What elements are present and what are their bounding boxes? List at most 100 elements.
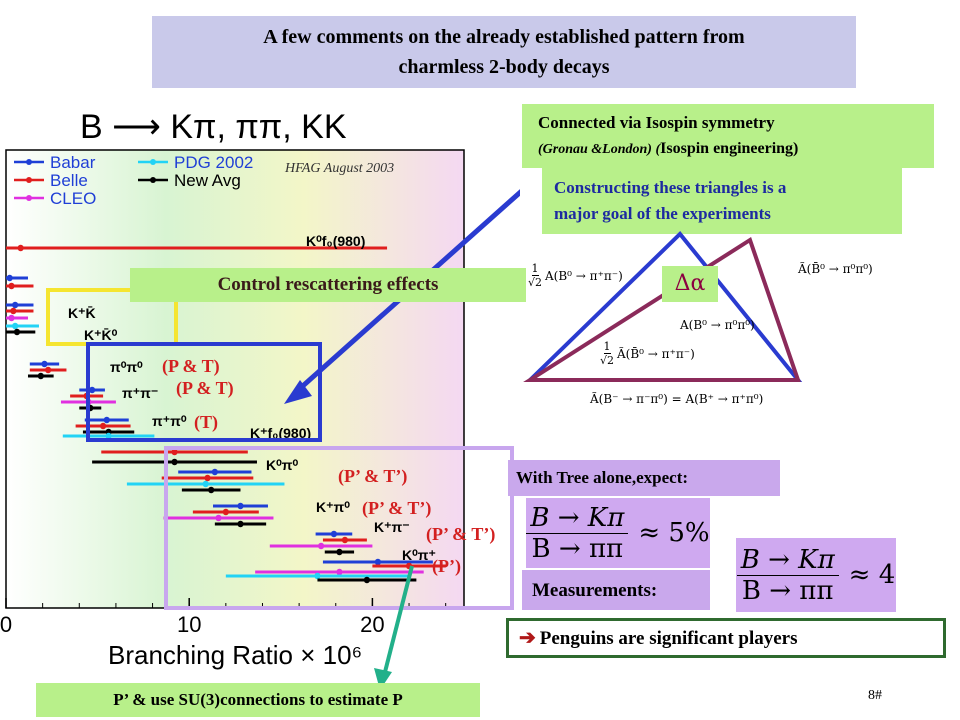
annot-ppt-1: (P’ & T’) [338, 466, 407, 487]
x-axis-label: Branching Ratio × 10⁶ [108, 640, 362, 670]
channel-label: π⁰π⁰ [110, 359, 143, 375]
channel-label: π⁺π⁻ [122, 385, 158, 401]
annot-pt-1: (P & T) [162, 356, 220, 377]
annot-pt-2: (P & T) [176, 378, 234, 399]
legend-label: Babar [50, 153, 96, 172]
legend-marker [26, 177, 32, 183]
data-point [44, 366, 52, 374]
data-point [6, 274, 13, 282]
legend-label: PDG 2002 [174, 153, 253, 172]
data-point [336, 548, 343, 556]
branching-ratio-chart: B ⟶ Kπ, ππ, KK HFAG August 2003 BabarBel… [0, 108, 520, 686]
data-point [317, 542, 325, 550]
annot-t: (T) [194, 412, 218, 433]
data-point [17, 244, 24, 252]
channel-label: K⁰π⁰ [266, 457, 298, 473]
data-point [37, 372, 45, 380]
su3-arrow [383, 565, 414, 673]
data-point [8, 282, 15, 290]
channel-labels: K⁰f₀(980)K⁺K̄K⁺K̄⁰π⁰π⁰π⁺π⁻π⁺π⁰K⁺f₀(980)K… [68, 233, 436, 563]
amp-label-1: 1√2 A(B⁰ → π⁺π⁻) [528, 262, 623, 289]
amp4-den: √2 [600, 354, 615, 367]
measurements-box: Measurements: [522, 570, 710, 610]
data-point [237, 520, 244, 528]
isospin-box: Connected via Isospin symmetry (Gronau &… [522, 104, 934, 168]
legend-marker [26, 159, 32, 165]
data-point [171, 458, 178, 466]
data-point [222, 508, 230, 516]
amp-label-2: Ã(B̄⁰ → π⁰π⁰) [798, 262, 873, 276]
data-point [13, 328, 21, 336]
channel-label: K⁺K̄⁰ [84, 326, 118, 343]
channel-label: K⁰π⁺ [402, 547, 436, 563]
data-point [374, 558, 382, 566]
isospin-line1: Connected via Isospin symmetry [538, 113, 775, 132]
constructing-line1: Constructing these triangles is a [554, 178, 787, 197]
data-point [314, 572, 321, 580]
slide-title-box: A few comments on the already establishe… [152, 16, 856, 88]
data-point [336, 568, 343, 576]
x-tick-label: 10 [177, 612, 201, 637]
data-marks [6, 244, 446, 584]
su3-note-box: P’ & use SU(3)connections to estimate P [36, 683, 480, 717]
formula2-den: B → ππ [741, 575, 834, 606]
channel-label: K⁺π⁻ [374, 519, 410, 535]
amp-label-3: A(B⁰ → π⁰π⁰) [680, 318, 755, 332]
data-point [211, 468, 219, 476]
data-point [11, 301, 19, 309]
watermark-text: HFAG August 2003 [284, 161, 394, 176]
annot-ppt-2: (P’ & T’) [362, 498, 431, 519]
penguins-box: ➔Penguins are significant players [506, 618, 946, 658]
iso-arrow-head [284, 380, 312, 404]
data-point [330, 530, 338, 538]
slide-number: 8# [868, 688, 882, 703]
tree-expect-box: With Tree alone,expect: [508, 460, 780, 496]
legend-label: CLEO [50, 189, 96, 208]
formula2-num: B → Kπ [736, 545, 839, 576]
channel-label: K⁺π⁰ [316, 499, 350, 515]
su3-arrow-head [374, 668, 392, 686]
plot-background [5, 149, 465, 609]
constructing-line2: major goal of the experiments [554, 204, 771, 223]
slide-title-line2: charmless 2-body decays [398, 56, 610, 78]
data-point [171, 448, 178, 456]
data-point [99, 422, 107, 430]
amp1-num: 1 [531, 262, 539, 276]
x-tick-label: 0 [0, 612, 12, 637]
data-point [105, 432, 112, 440]
data-point [341, 536, 349, 544]
data-point [202, 480, 209, 488]
data-point [11, 322, 19, 330]
channel-label: K⁺f₀(980) [250, 425, 311, 441]
control-rescattering-box: Control rescattering effects [130, 268, 526, 302]
amp-label-4: 1√2 Ã(B̄⁰ → π⁺π⁻) [600, 340, 695, 367]
pipi-group-box [86, 342, 322, 442]
isospin-engineering: Isospin engineering) [660, 140, 799, 157]
isospin-triangle-diagram [523, 231, 803, 382]
data-point [103, 416, 110, 424]
data-point [8, 314, 15, 322]
legend-marker [150, 177, 156, 183]
channel-label: K⁰f₀(980) [306, 233, 365, 249]
data-point [41, 360, 48, 368]
formula1-num: B → Kπ [526, 503, 629, 534]
formula1-den: B → ππ [531, 533, 624, 564]
channel-label: π⁺π⁰ [152, 413, 187, 429]
amp4-text: Ã(B̄⁰ → π⁺π⁻) [617, 346, 695, 361]
data-point [10, 307, 17, 315]
isospin-authors: (Gronau &London) ( [538, 142, 661, 157]
legend-marker [150, 159, 156, 165]
arrow-icon: ➔ [519, 627, 536, 649]
data-point [88, 386, 96, 394]
data-point [363, 576, 371, 584]
amp1-den: √2 [528, 276, 543, 289]
amp1-text: A(B⁰ → π⁺π⁻) [545, 268, 623, 283]
constructing-box: Constructing these triangles is a major … [542, 168, 902, 234]
formula1-rhs: ≈ 5% [638, 518, 710, 548]
penguins-text: Penguins are significant players [539, 628, 798, 649]
data-point [237, 502, 244, 510]
